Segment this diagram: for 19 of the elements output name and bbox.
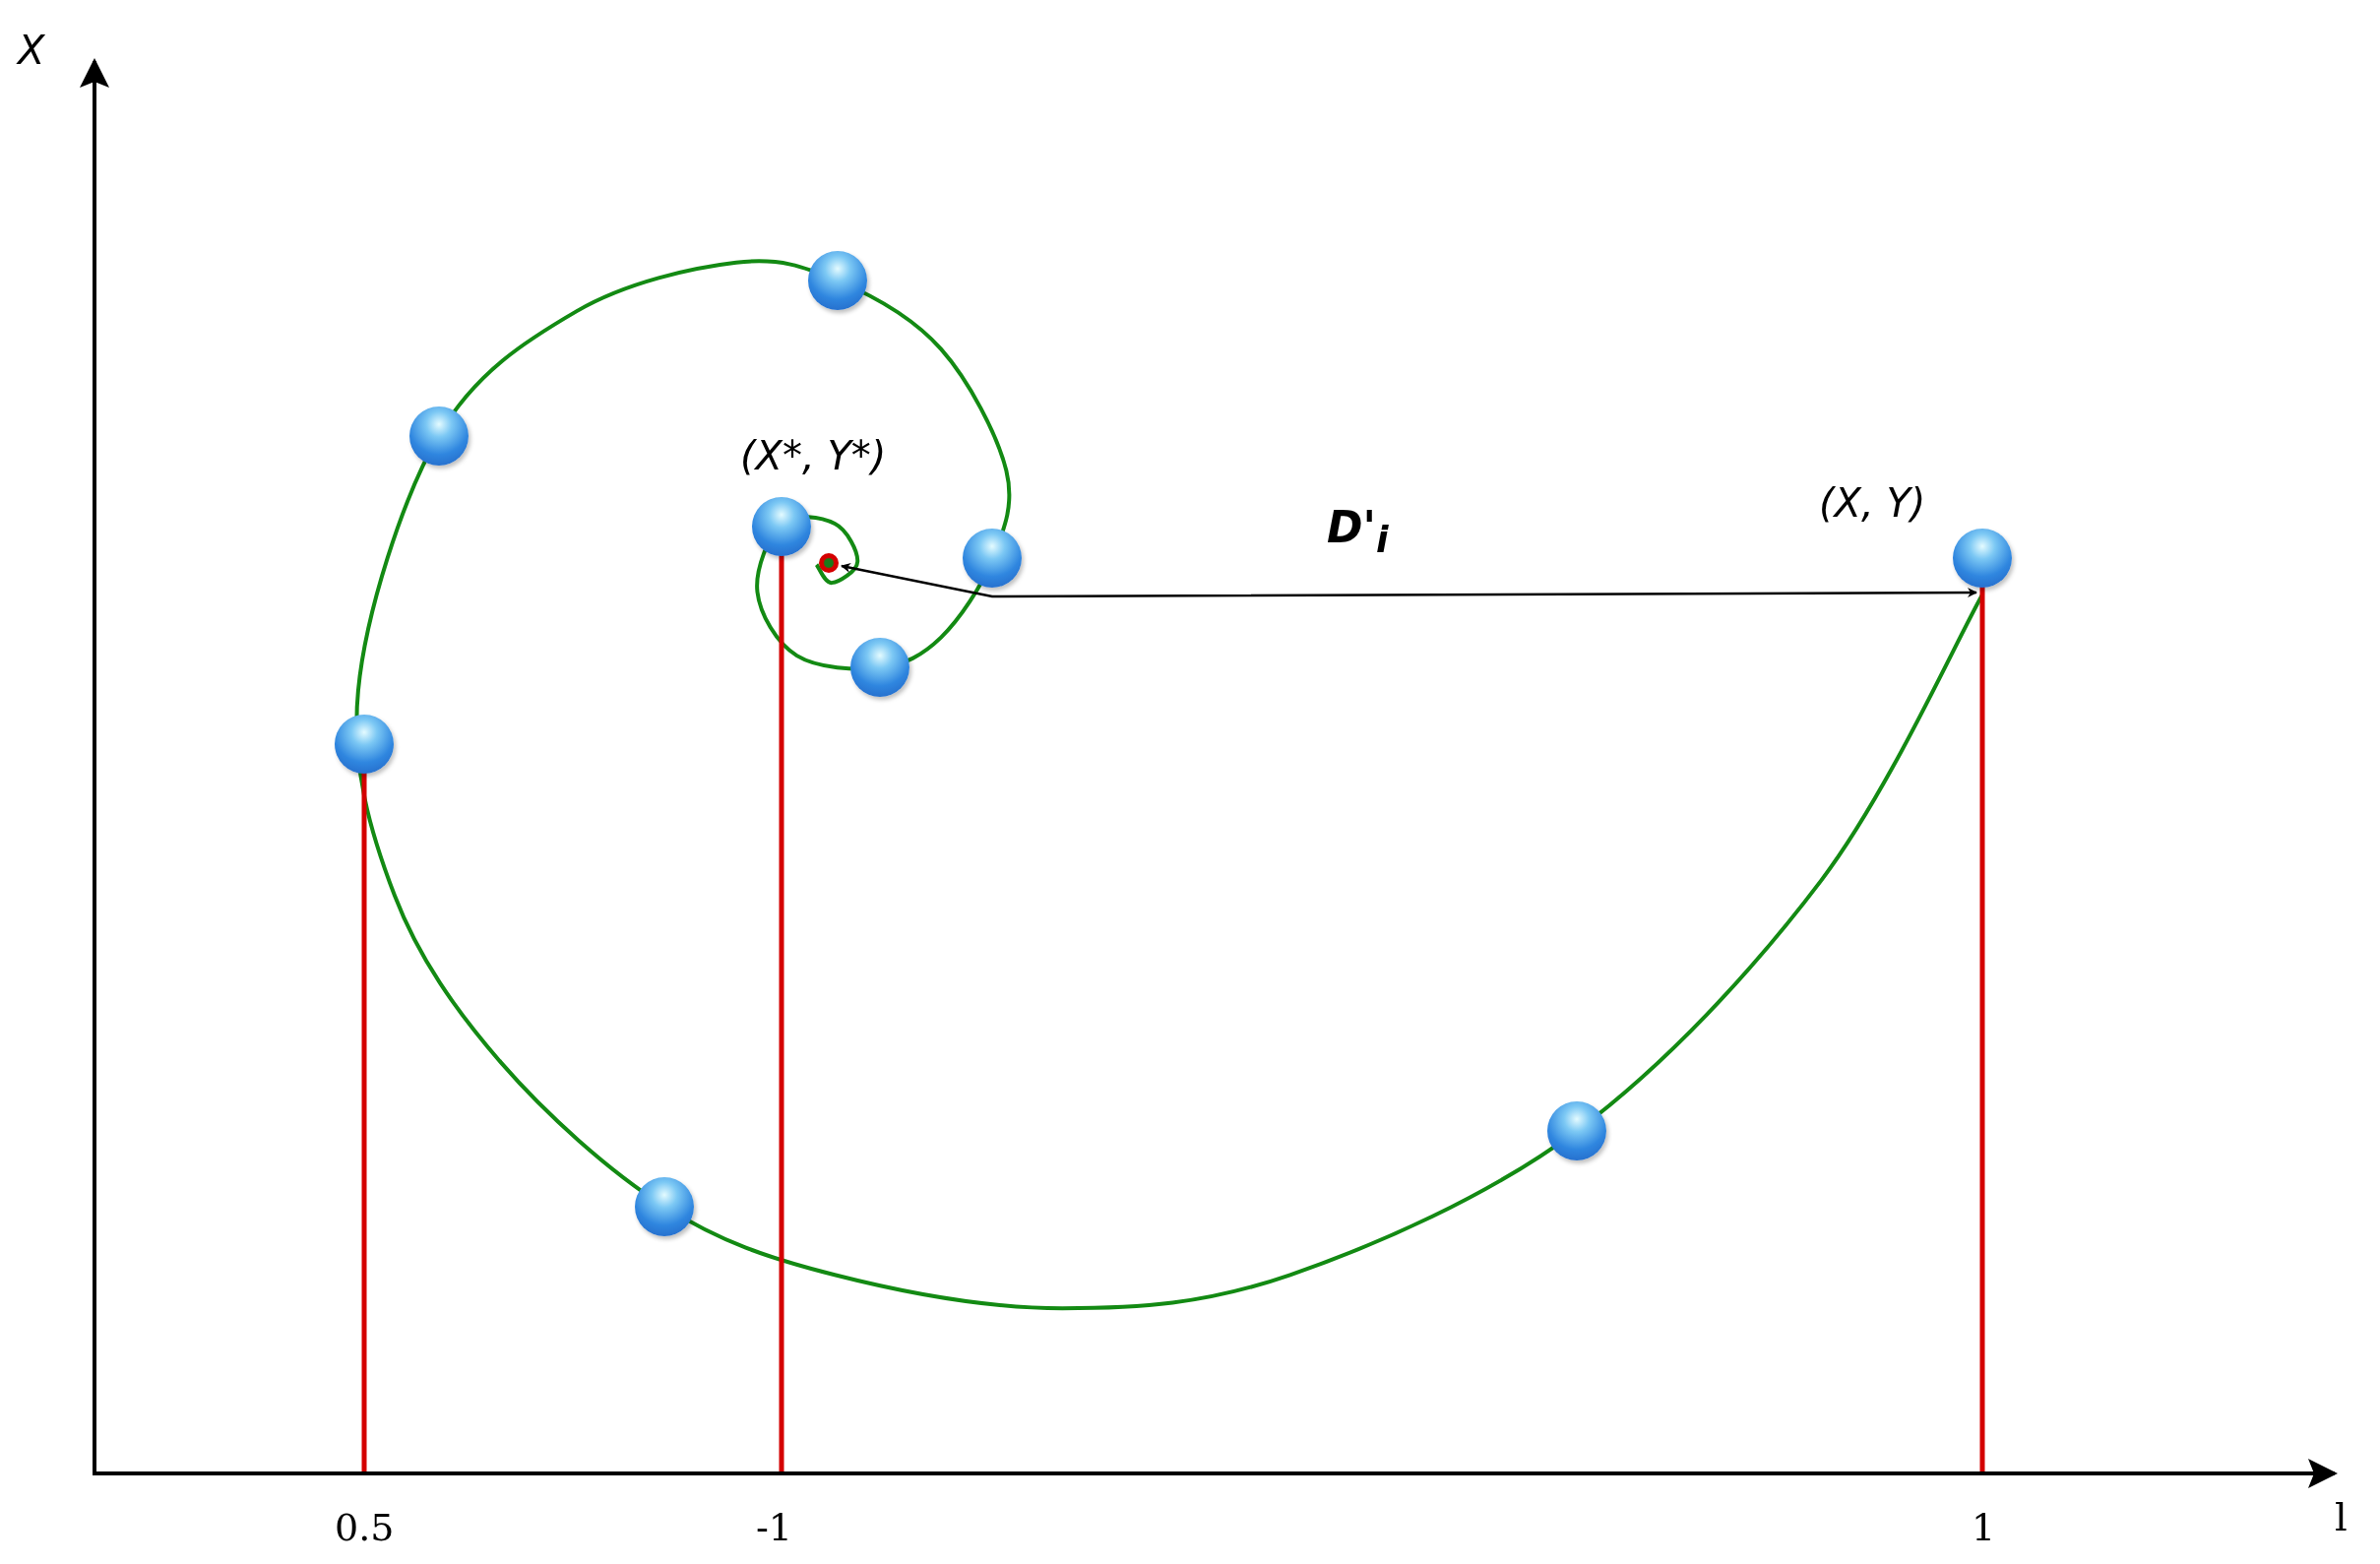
tick-label: 1 [1972,1506,1996,1549]
search-agent-sphere [1547,1101,1606,1160]
edge-label: D'$_{i}$ [1327,502,1389,561]
distance-arrow [841,562,1977,598]
axis-label: l [2335,1494,2348,1539]
search-agent-sphere [963,529,1022,588]
axis-label: X [18,28,45,73]
point-label: (X, Y) [1819,480,1926,526]
search-agent-sphere [1953,529,2012,588]
search-agent-sphere [409,407,469,466]
search-agent-sphere [808,251,867,310]
tick-label: -1 [756,1506,793,1549]
search-agent-sphere [850,638,909,697]
search-agent-sphere [752,497,811,556]
point-label: (X*, Y*) [740,433,887,478]
tick-label: 0.5 [335,1506,395,1549]
search-agent-sphere [335,715,394,774]
search-agent-sphere [635,1177,694,1236]
optimum-point [819,553,839,573]
